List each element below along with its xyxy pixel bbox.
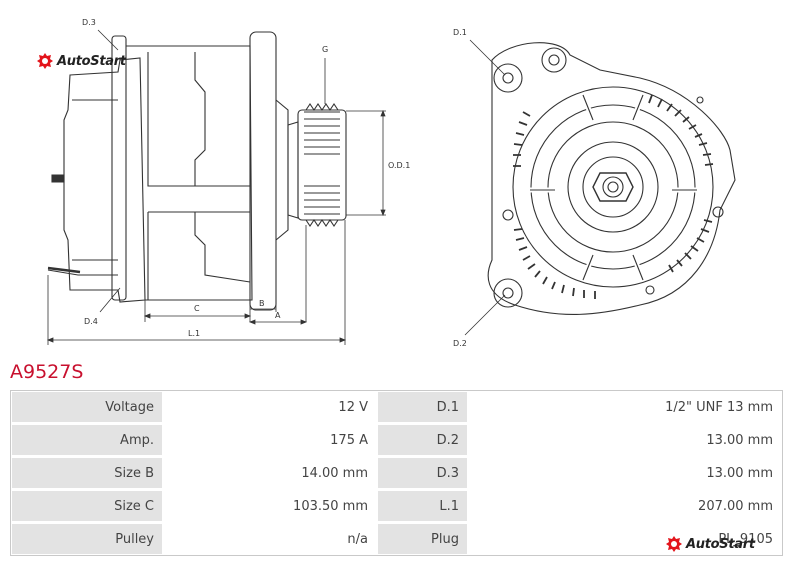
- autostart-logo-top: AutoStart: [36, 52, 126, 70]
- spec-key: Size C: [11, 489, 163, 522]
- gear-logo-icon: [666, 536, 682, 552]
- label-c: C: [194, 304, 200, 313]
- label-od1: O.D.1: [388, 161, 410, 170]
- brand-name: AutoStart: [686, 536, 755, 552]
- spec-value: PL_9105: [468, 522, 782, 555]
- dimension-lines: [46, 29, 506, 345]
- alternator-front-view: [487, 42, 736, 315]
- spec-value: 14.00 mm: [163, 456, 377, 489]
- label-b: B: [259, 299, 265, 308]
- alternator-technical-drawing: D.3 G O.D.1 D.4 C B A L.1 D.1 D.2: [46, 18, 736, 348]
- spec-key: Pulley: [11, 522, 163, 555]
- spec-key: Amp.: [11, 423, 163, 456]
- label-g: G: [322, 45, 328, 54]
- spec-value: 175 A: [163, 423, 377, 456]
- spec-key: L.1: [377, 489, 468, 522]
- spec-value: 13.00 mm: [468, 456, 782, 489]
- label-d4: D.4: [84, 317, 98, 326]
- spec-value: 12 V: [163, 391, 377, 423]
- spec-key: Size B: [11, 456, 163, 489]
- brand-name: AutoStart: [57, 53, 126, 69]
- label-d2: D.2: [453, 339, 467, 348]
- spec-key: D.1: [377, 391, 468, 423]
- alternator-side-view: [47, 31, 347, 311]
- front-view-vent-slots: [513, 94, 714, 299]
- label-d3: D.3: [82, 18, 96, 27]
- label-a: A: [275, 311, 281, 320]
- part-number: A9527S: [10, 361, 84, 383]
- spec-value: 1/2" UNF 13 mm: [468, 391, 782, 423]
- spec-key: Voltage: [11, 391, 163, 423]
- spec-key: Plug: [377, 522, 468, 555]
- label-d1: D.1: [453, 28, 467, 37]
- spec-key: D.2: [377, 423, 468, 456]
- spec-value: n/a: [163, 522, 377, 555]
- autostart-logo-bottom: AutoStart: [665, 535, 755, 553]
- gear-logo-icon: [37, 53, 53, 69]
- label-l1: L.1: [188, 329, 200, 338]
- spec-value: 103.50 mm: [163, 489, 377, 522]
- spec-key: D.3: [377, 456, 468, 489]
- spec-value: 13.00 mm: [468, 423, 782, 456]
- spec-value: 207.00 mm: [468, 489, 782, 522]
